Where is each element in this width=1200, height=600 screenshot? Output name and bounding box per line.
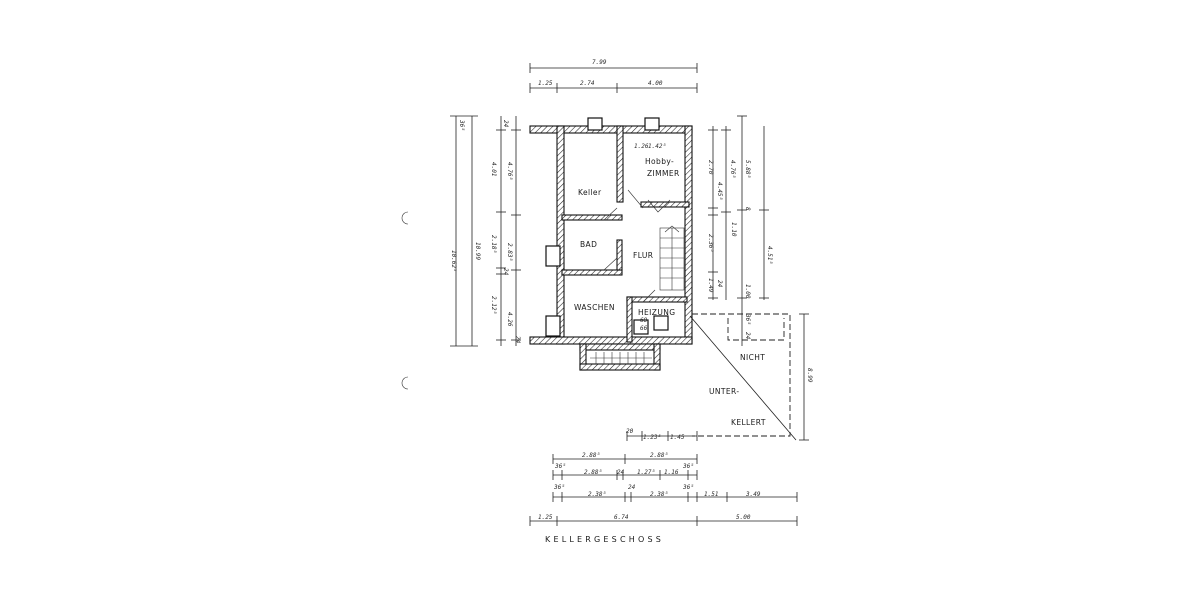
windows: [545, 117, 660, 337]
dim-66: 66: [640, 325, 648, 332]
dimension-label: 1.23⁵: [643, 434, 661, 441]
dimension-label: 1.49: [707, 278, 714, 293]
dimension-label: 5.88⁵: [744, 160, 751, 178]
dimension-label: 36⁵: [682, 463, 694, 470]
dimension-label: 1.00: [744, 284, 751, 299]
dimension-label: 24: [502, 120, 509, 128]
dimension-label: 2.83⁵: [506, 243, 513, 261]
dimension-label: 10.62⁵: [450, 250, 457, 272]
punch-hole-bottom: [401, 376, 409, 390]
dimension-label: 36⁵: [458, 119, 465, 131]
plan-title: KELLERGESCHOSS: [545, 535, 664, 544]
dimension-label: 36⁵: [554, 463, 566, 470]
dim-top-a: 1.25: [538, 80, 553, 87]
room-label-flur: FLUR: [633, 251, 653, 260]
right-dimensions: [708, 115, 809, 441]
dimension-label: 24: [502, 268, 509, 276]
dimension-label: 2.88⁵: [650, 452, 668, 459]
dim-126: 1.26: [634, 143, 649, 150]
dimension-label: 2.36⁵: [707, 234, 714, 252]
dimension-label: 2.38⁵: [650, 491, 668, 498]
room-label-hobby-2: ZIMMER: [647, 169, 680, 178]
dimension-label: 36⁵: [744, 313, 751, 325]
dimension-label: 2.88⁵: [584, 469, 602, 476]
unexcavated-zone: [689, 313, 797, 441]
room-label-heizung: HEIZUNG: [638, 308, 675, 317]
room-label-bad: BAD: [580, 240, 597, 249]
right-dim-labels: 2.70 4.76⁵ 4.45⁵ 5.88⁵ 1.10 8 2.36⁵ 4.51…: [707, 160, 813, 383]
dimension-label: 1.10: [730, 222, 737, 237]
dimension-label: 2.38⁵: [588, 491, 606, 498]
dimension-label: 10.99: [474, 242, 481, 260]
dimension-label: 1.25: [538, 514, 553, 521]
dimension-label: 4.26: [506, 312, 513, 327]
left-dim-labels: 10.62⁵ 10.99 36⁵ 24 4.01 4.76⁵ 2.18⁵ 2.8…: [450, 119, 521, 344]
dim-142: 1.42⁵: [648, 143, 666, 150]
dimension-label: 4.76⁵: [729, 160, 736, 178]
room-label-hobby-1: Hobby-: [645, 157, 674, 166]
room-label-keller: Keller: [578, 188, 602, 197]
room-label-kellert: KELLERT: [731, 418, 766, 427]
dimension-label: 6.74: [614, 514, 629, 521]
dimension-label: 5.00: [736, 514, 751, 521]
dimension-label: 1.45: [670, 434, 685, 441]
room-label-nicht: NICHT: [740, 353, 765, 362]
dimension-label: 24: [617, 469, 625, 476]
boiler: [633, 315, 669, 335]
dimension-label: 4.51⁵: [766, 246, 773, 264]
bottom-dimensions: [529, 431, 798, 526]
room-label-unter: UNTER-: [709, 387, 739, 396]
door-swings: [603, 189, 671, 303]
dimension-label: 1.51: [704, 491, 718, 498]
punch-hole-top: [401, 211, 409, 225]
dim-top-b: 2.74: [580, 80, 595, 87]
dimension-label: 2.18⁵: [490, 235, 497, 253]
building-walls: [529, 125, 693, 345]
dim-top-total: 7.99: [592, 59, 607, 66]
bottom-dim-labels: 20 1.23⁵ 1.45 2.88⁵ 2.88⁵ 36⁵ 2.88⁵ 24 1…: [538, 428, 761, 521]
dimension-label: 24: [514, 336, 521, 344]
dimension-label: 3.49: [745, 491, 761, 498]
dimension-label: 4.01: [490, 162, 497, 176]
dimension-label: 4.45⁵: [716, 182, 723, 200]
dimension-label: 2.70: [707, 160, 714, 175]
dimension-label: 20: [626, 428, 634, 435]
dim-68: 68: [640, 317, 648, 324]
left-dimensions: [450, 115, 521, 347]
dimension-label: 1.27⁵: [637, 469, 655, 476]
dimension-label: 2.88⁵: [582, 452, 600, 459]
room-label-waschen: WASCHEN: [574, 303, 615, 312]
dimension-label: 36⁵: [682, 484, 694, 491]
dimension-label: 4.76⁵: [506, 162, 513, 180]
dimension-label: 24: [628, 484, 636, 491]
dimension-label: 2.12⁵: [490, 296, 497, 314]
dimension-label: 8: [744, 207, 751, 211]
exterior-stair: [579, 343, 661, 371]
dimension-label: 8.99: [806, 368, 813, 383]
top-dimensions: [529, 63, 698, 93]
dimension-label: 24: [716, 280, 723, 288]
interior-stairs: [659, 225, 685, 291]
dim-top-c: 4.00: [648, 80, 663, 87]
dimension-label: 36⁵: [553, 484, 565, 491]
dimension-label: 1.16: [664, 469, 679, 476]
dimension-label: 24: [744, 332, 751, 340]
